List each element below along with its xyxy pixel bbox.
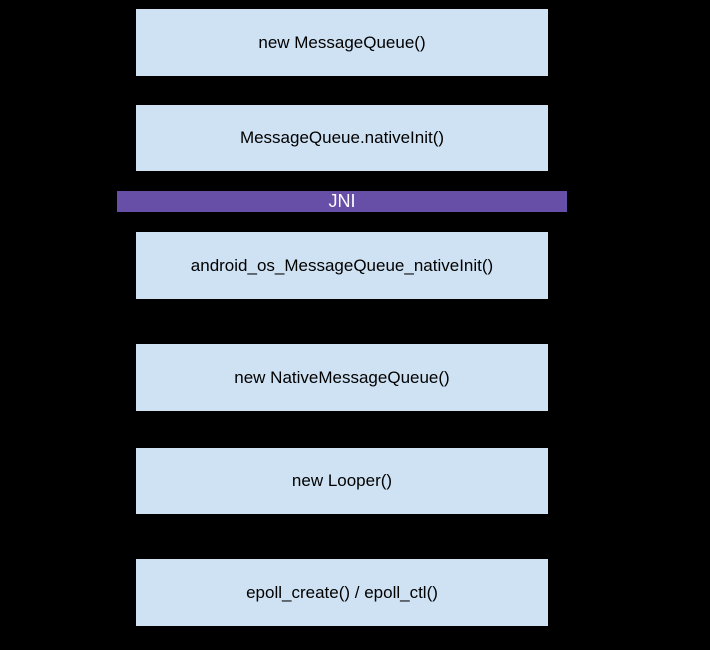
node-new-messagequeue: new MessageQueue() — [135, 8, 549, 77]
jni-boundary-label: JNI — [328, 191, 356, 211]
node-messagequeue-nativeinit: MessageQueue.nativeInit() — [135, 104, 549, 172]
node-new-nativemessagequeue: new NativeMessageQueue() — [135, 343, 549, 412]
node-epoll-create-epoll-ctl: epoll_create() / epoll_ctl() — [135, 558, 549, 627]
node-new-looper: new Looper() — [135, 447, 549, 515]
node-label: new Looper() — [291, 471, 393, 490]
node-label: android_os_MessageQueue_nativeInit() — [190, 255, 494, 275]
node-android-os-messagequeue-nativeinit: android_os_MessageQueue_nativeInit() — [135, 231, 549, 300]
node-label: new MessageQueue() — [258, 32, 426, 52]
node-label: new NativeMessageQueue() — [234, 367, 450, 387]
node-label: epoll_create() / epoll_ctl() — [246, 582, 438, 602]
node-label: MessageQueue.nativeInit() — [239, 128, 445, 147]
jni-boundary-bar: JNI — [117, 191, 567, 212]
